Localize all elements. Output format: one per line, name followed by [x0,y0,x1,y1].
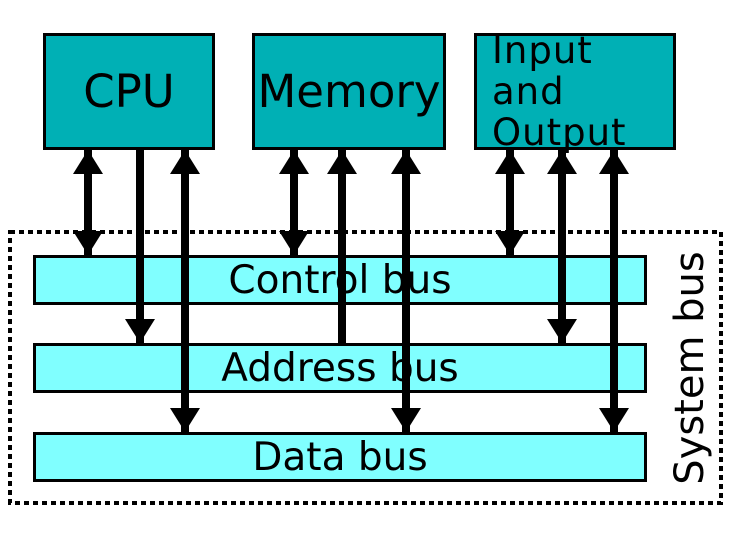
arrowhead-down-io-control [495,231,525,255]
bus-bar-data: Data bus [33,432,647,482]
arrowhead-down-cpu-address [125,319,155,343]
arrowhead-down-io-address [547,319,577,343]
device-box-memory: Memory [252,33,446,150]
arrowhead-up-cpu-data [170,150,200,174]
connector-cpu-address [125,150,155,343]
arrowhead-down-io-data [599,408,629,432]
arrowhead-up-cpu-control [73,150,103,174]
connector-io-address [547,150,577,343]
device-label-cpu: CPU [83,65,175,118]
bus-label-data: Data bus [252,434,428,480]
device-box-cpu: CPU [43,33,215,150]
arrowhead-down-memory-data [391,408,421,432]
arrowhead-down-cpu-control [73,231,103,255]
arrowhead-up-memory-data [391,150,421,174]
connector-cpu-control [73,150,103,255]
arrowhead-up-memory-control [279,150,309,174]
bus-bar-address: Address bus [33,343,647,393]
bus-bar-control: Control bus [33,255,647,305]
arrowhead-up-memory-address [327,150,357,174]
bus-label-address: Address bus [221,345,459,391]
arrowhead-down-cpu-data [170,408,200,432]
connector-memory-address [327,150,357,343]
connector-io-control [495,150,525,255]
device-label-io-line1: Input and [492,29,593,113]
system-bus-label: System bus [667,251,713,485]
connector-memory-control [279,150,309,255]
device-label-memory: Memory [257,65,441,118]
bus-label-control: Control bus [228,257,452,303]
arrowhead-down-memory-control [279,231,309,255]
device-box-input-output: Input and Output [474,29,676,154]
device-label-io-line2: Output [492,111,627,154]
